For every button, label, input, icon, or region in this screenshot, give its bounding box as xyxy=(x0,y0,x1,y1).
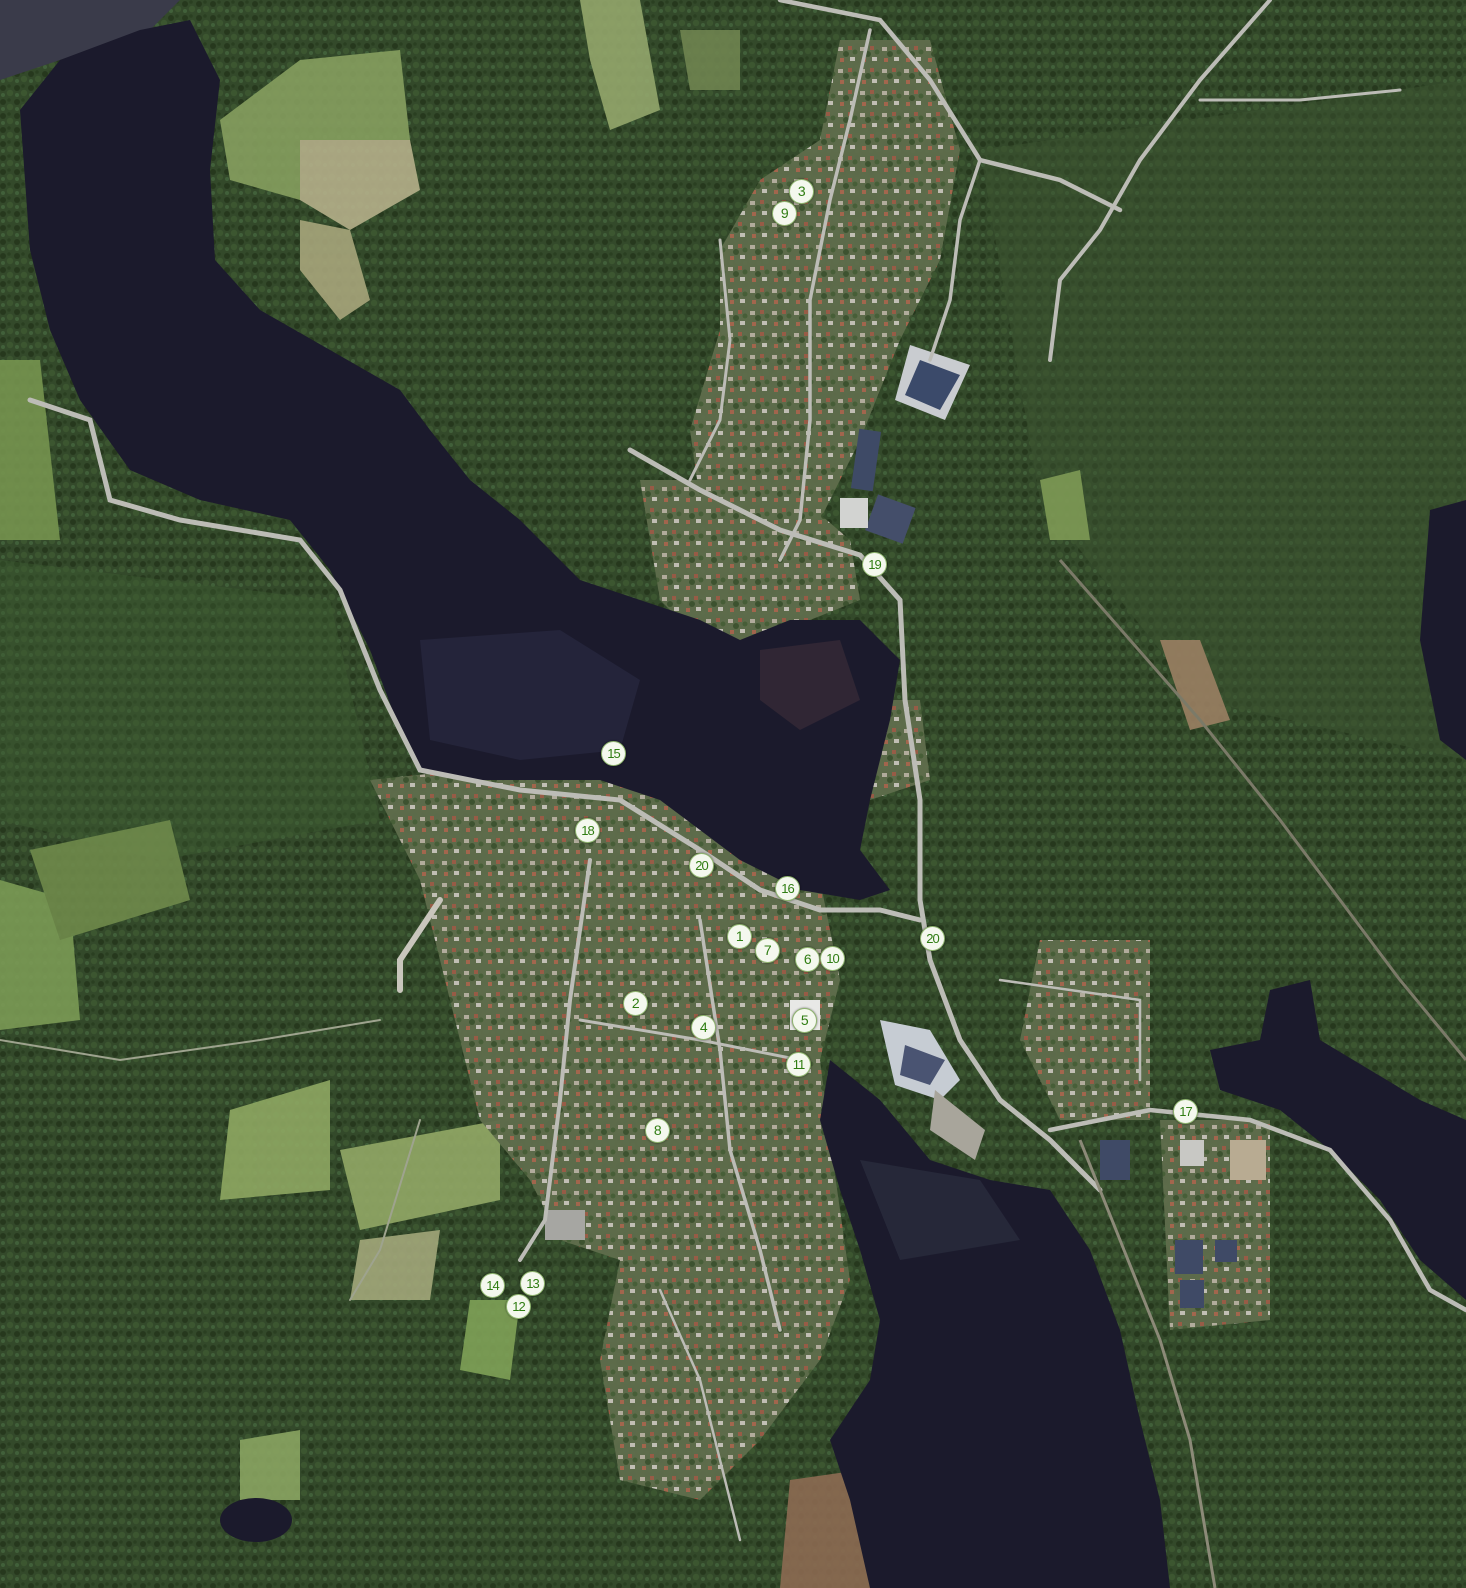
railway xyxy=(1058,559,1466,1061)
industrial-buildings xyxy=(545,345,1266,1308)
map-marker-18[interactable]: 18 xyxy=(575,818,600,843)
map-marker-20-north[interactable]: 20 xyxy=(689,853,714,878)
map-marker-20-east[interactable]: 20 xyxy=(920,926,945,951)
map-marker-19[interactable]: 19 xyxy=(862,552,887,577)
map-marker-15[interactable]: 15 xyxy=(601,741,626,766)
map-marker-8[interactable]: 8 xyxy=(645,1118,670,1143)
map-marker-12[interactable]: 12 xyxy=(506,1294,531,1319)
map-marker-16[interactable]: 16 xyxy=(775,876,800,901)
roads xyxy=(0,0,1466,1542)
map-marker-17[interactable]: 17 xyxy=(1173,1099,1198,1124)
map-marker-5[interactable]: 5 xyxy=(792,1008,817,1033)
map-marker-13[interactable]: 13 xyxy=(520,1271,545,1296)
settlements xyxy=(370,40,1270,1500)
map-marker-3[interactable]: 3 xyxy=(789,179,814,204)
map-marker-2[interactable]: 2 xyxy=(623,991,648,1016)
railway-south xyxy=(1078,1139,1217,1588)
map-marker-9[interactable]: 9 xyxy=(772,201,797,226)
map-marker-1[interactable]: 1 xyxy=(727,924,752,949)
map-marker-4[interactable]: 4 xyxy=(691,1015,716,1040)
map-marker-7[interactable]: 7 xyxy=(755,938,780,963)
map-marker-14[interactable]: 14 xyxy=(480,1273,505,1298)
map-marker-10[interactable]: 10 xyxy=(820,946,845,971)
map-marker-11[interactable]: 11 xyxy=(786,1052,811,1077)
map-marker-6[interactable]: 6 xyxy=(795,947,820,972)
